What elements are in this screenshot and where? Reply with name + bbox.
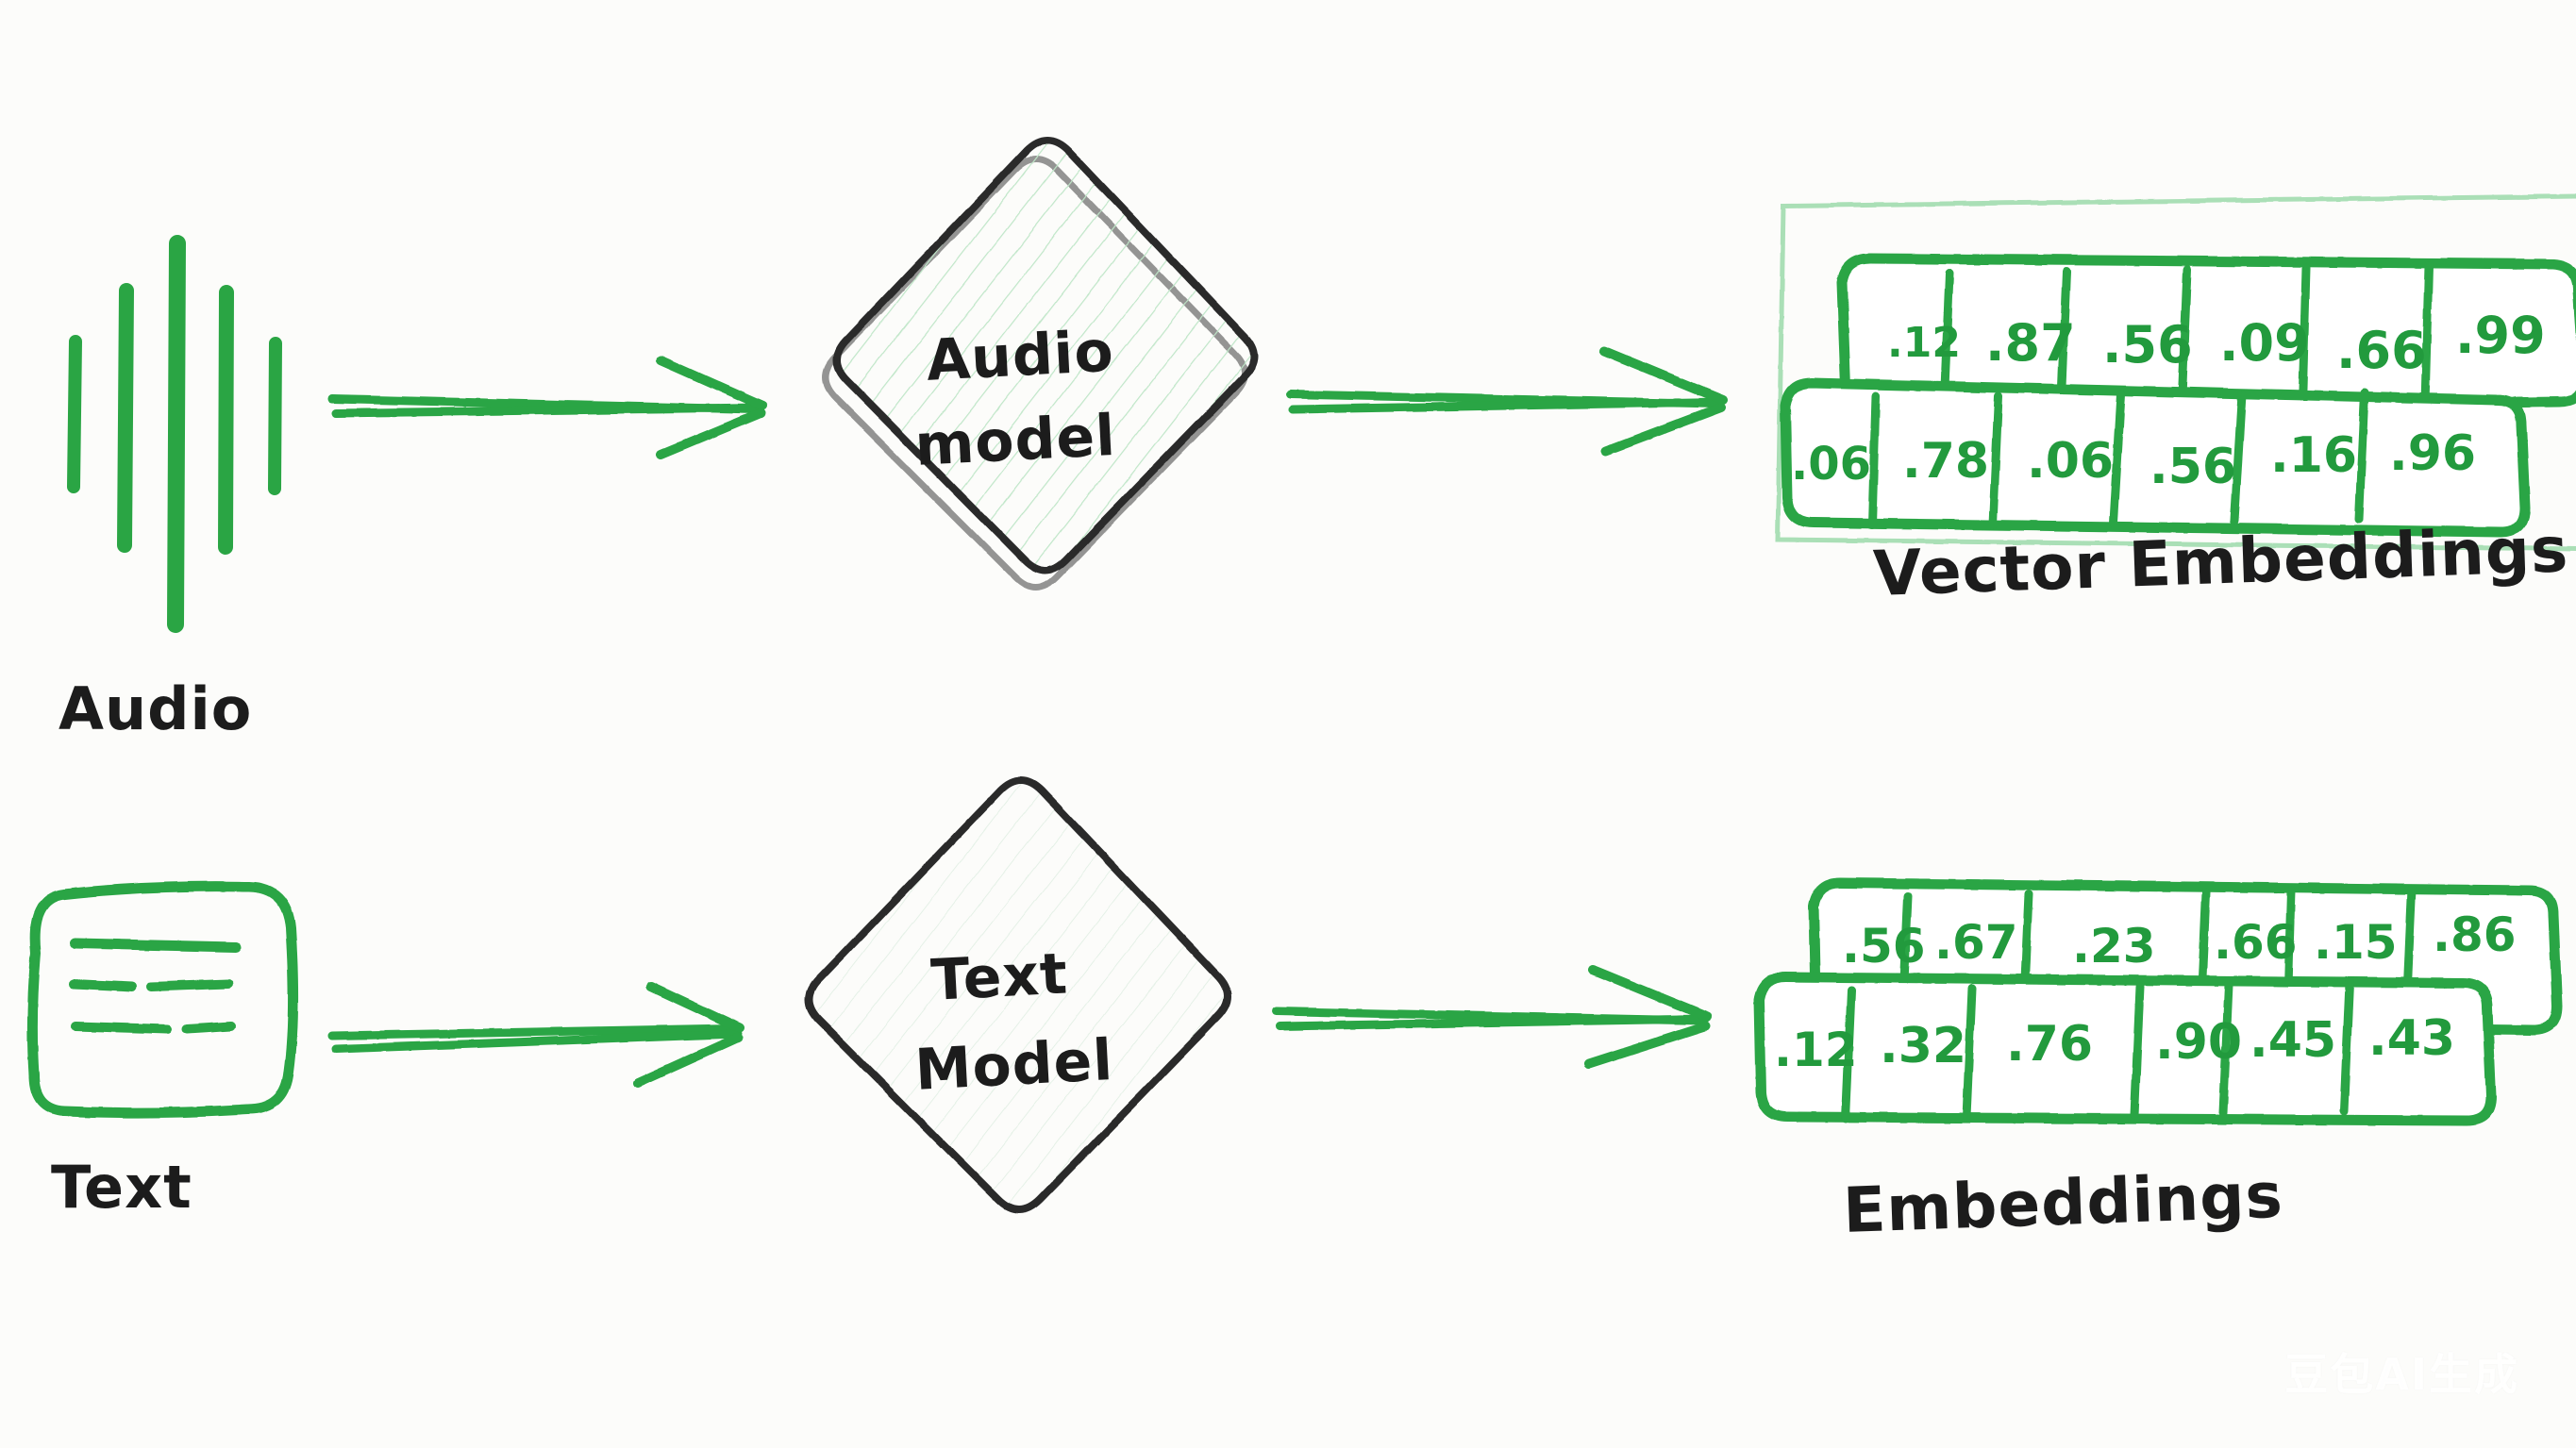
vector-cell: .66	[2214, 915, 2298, 970]
text-model-label-line2: Model	[913, 1027, 1115, 1104]
text-model-label-line1: Text	[929, 940, 1070, 1014]
vector-cell: .96	[2389, 425, 2476, 482]
vector-cell: .86	[2433, 907, 2517, 962]
vector-cell: .15	[2314, 915, 2398, 970]
vector-cell: .99	[2455, 306, 2546, 365]
vector-row	[1753, 972, 2497, 1126]
text-source-label: Text	[51, 1153, 192, 1222]
vector-row	[1780, 377, 2531, 538]
vector-cell: .76	[2006, 1016, 2093, 1073]
vector-cell: .56	[1842, 919, 1926, 974]
audio-model-shape	[822, 137, 1258, 591]
vector-values: .12 .87 .56 .09 .66 .99 .06 .78 .06 .56 …	[1774, 306, 2546, 1077]
vector-cell: .90	[2155, 1014, 2242, 1071]
audio-source-label: Audio	[59, 674, 253, 743]
audio-model-label-line2: model	[913, 402, 1118, 479]
text-document-icon	[26, 881, 299, 1119]
embeddings-caption: Embeddings	[1842, 1158, 2284, 1247]
arrow-audio-to-model	[327, 356, 767, 459]
arrow-text-to-model	[327, 982, 744, 1088]
vector-cell: .32	[1880, 1018, 1966, 1074]
vector-cell: .12	[1887, 319, 1961, 367]
vector-cell: .12	[1774, 1023, 1858, 1077]
vector-cell: .56	[2102, 315, 2193, 374]
watermark-label: 豆包AI生成	[2284, 1349, 2519, 1400]
vector-cell: .87	[1985, 313, 2076, 373]
vector-cell: .56	[2149, 439, 2236, 495]
vector-cell: .45	[2250, 1012, 2336, 1069]
vector-cell: .66	[2336, 321, 2427, 380]
arrow-model-to-embeddings-2	[1271, 965, 1713, 1069]
vector-cell: .78	[1902, 433, 1989, 490]
audio-waveform-icon	[67, 235, 282, 633]
vector-cell: .23	[2072, 919, 2156, 974]
vector-cell: .16	[2270, 427, 2357, 484]
vector-cell: .09	[2219, 313, 2310, 373]
vector-cell: .06	[2027, 433, 2114, 490]
vector-embeddings-container	[1775, 193, 2576, 552]
vector-cell: .67	[1934, 915, 2018, 970]
vector-cell: .43	[2368, 1010, 2455, 1067]
arrow-model-to-embeddings	[1286, 346, 1728, 456]
audio-model-label-line1: Audio	[925, 318, 1116, 394]
text-model-shape	[805, 776, 1231, 1214]
vector-cell: .06	[1791, 438, 1871, 491]
